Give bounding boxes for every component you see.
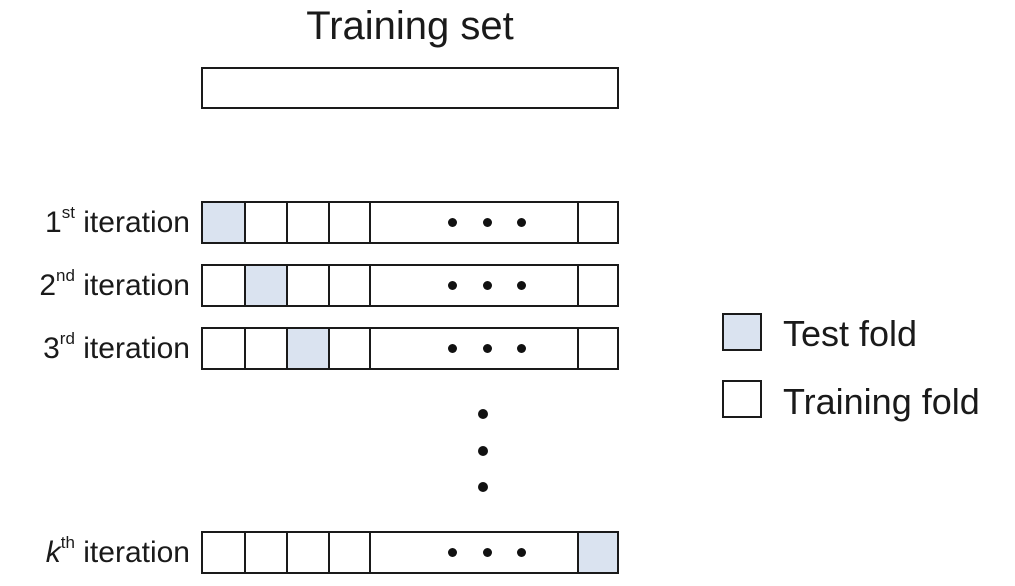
- fold-cell: [203, 266, 246, 305]
- vertical-ellipsis-dot: [478, 446, 488, 456]
- iteration-suffix: rd: [59, 329, 75, 348]
- fold-cell: [246, 533, 288, 572]
- iteration-number: k: [45, 536, 61, 569]
- fold-cell: [577, 203, 617, 242]
- iteration-label-3: 3rd iteration: [43, 327, 190, 370]
- fold-cell: [288, 533, 330, 572]
- fold-cell: [330, 329, 371, 368]
- iteration-number: 1: [45, 206, 62, 239]
- fold-cell: [577, 266, 617, 305]
- iteration-label-k: kth iteration: [46, 531, 190, 574]
- iteration-bar-1: [201, 201, 619, 244]
- fold-cell: [330, 266, 371, 305]
- diagram-title: Training set: [306, 4, 514, 48]
- iteration-label-1: 1st iteration: [45, 201, 190, 244]
- legend-training-swatch: [722, 380, 762, 418]
- iteration-word: iteration: [83, 269, 190, 302]
- fold-cell: [246, 203, 288, 242]
- iteration-number: 3: [43, 332, 60, 365]
- iteration-bar-2: [201, 264, 619, 307]
- iteration-word: iteration: [83, 332, 190, 365]
- fold-cell: [203, 533, 246, 572]
- fold-cell: [288, 203, 330, 242]
- ellipsis-dots: [448, 266, 526, 305]
- legend-test-label: Test fold: [783, 313, 918, 354]
- fold-cell: [330, 203, 371, 242]
- iteration-word: iteration: [83, 206, 190, 239]
- iteration-bar-k: [201, 531, 619, 574]
- iteration-suffix: nd: [56, 266, 75, 285]
- fold-cell: [288, 266, 330, 305]
- iteration-bar-3: [201, 327, 619, 370]
- training-set-bar: [201, 67, 619, 109]
- vertical-ellipsis-dot: [478, 409, 488, 419]
- ellipsis-dots: [448, 329, 526, 368]
- iteration-number: 2: [39, 269, 56, 302]
- legend-training-label: Training fold: [783, 381, 980, 422]
- fold-cell: [577, 329, 617, 368]
- ellipsis-dots: [448, 203, 526, 242]
- fold-cell: [246, 329, 288, 368]
- iteration-suffix: th: [60, 533, 75, 552]
- fold-cell: [330, 533, 371, 572]
- iteration-label-2: 2nd iteration: [39, 264, 190, 307]
- fold-cell: [203, 329, 246, 368]
- ellipsis-dots: [448, 533, 526, 572]
- fold-cell: [203, 203, 246, 242]
- vertical-ellipsis-dot: [478, 482, 488, 492]
- legend-test-swatch: [722, 313, 762, 351]
- iteration-word: iteration: [83, 536, 190, 569]
- fold-cell: [577, 533, 617, 572]
- fold-cell: [288, 329, 330, 368]
- iteration-suffix: st: [61, 203, 75, 222]
- fold-cell: [246, 266, 288, 305]
